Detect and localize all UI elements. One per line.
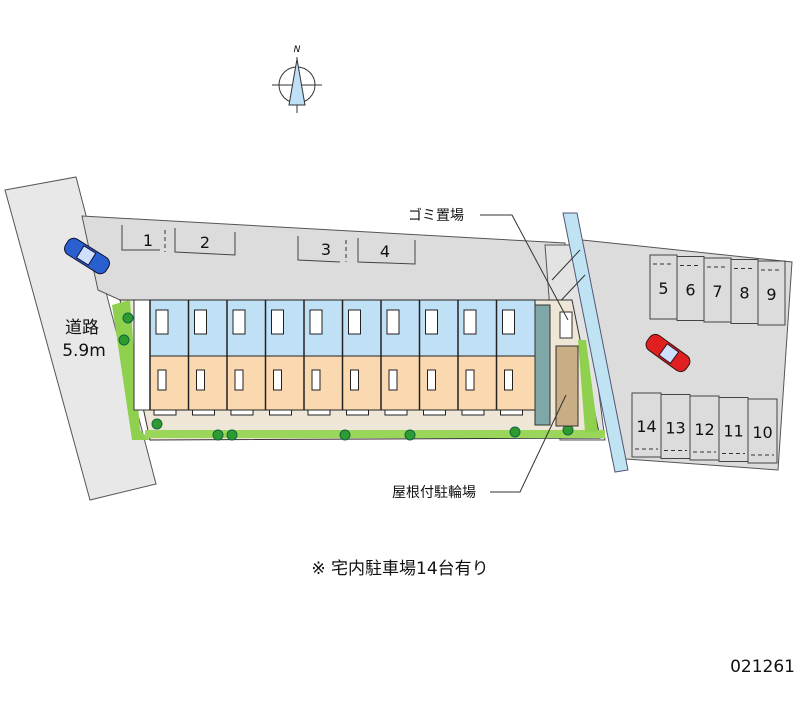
tree-icon (509, 426, 521, 438)
unit-kitchen (232, 309, 246, 335)
parking-space-label: 14 (636, 417, 656, 436)
unit-kitchen (386, 309, 400, 335)
garbage-area-label: ゴミ置場 (408, 207, 464, 224)
unit-balcony (230, 409, 254, 416)
tree-icon (226, 429, 238, 441)
road-label: 道路 (65, 318, 99, 338)
unit-table (311, 369, 321, 391)
unit-kitchen (463, 309, 477, 335)
parking-space-label: 6 (685, 281, 695, 300)
parking-space-label: 11 (723, 422, 743, 441)
garden-left (112, 300, 150, 440)
property-code: 021261 (730, 657, 795, 677)
bicycle-shed (555, 345, 579, 427)
parking-space (757, 260, 786, 326)
tree-icon (118, 334, 130, 346)
car-blue-icon (64, 237, 110, 275)
unit-table (388, 369, 398, 391)
north-compass-icon (272, 57, 322, 113)
parking-note: ※ 宅内駐車場14台有り (311, 559, 488, 579)
parking-space-4: 4 (380, 242, 390, 261)
compass-north-label: N (294, 45, 301, 55)
unit-table (504, 369, 513, 391)
unit-balcony (192, 409, 215, 416)
tree-icon (151, 418, 163, 430)
parking-spaces-1-2 (121, 225, 236, 256)
unit-kitchen (425, 309, 438, 335)
unit-balcony (153, 409, 177, 416)
tree-icon (339, 429, 351, 441)
unit-table (350, 369, 359, 391)
unit-balcony (384, 409, 408, 416)
parking-space (747, 398, 778, 464)
unit-balcony (500, 409, 523, 416)
unit-balcony (346, 409, 369, 416)
stairs-grid (133, 299, 151, 411)
parking-space-label: 13 (665, 419, 685, 438)
unit-balcony (461, 409, 485, 416)
garden-bottom (145, 430, 605, 438)
parking-space-label: 7 (712, 282, 722, 301)
road (4, 176, 157, 501)
parking-space-label: 10 (752, 423, 772, 442)
car-red-icon (645, 333, 691, 373)
bicycle-shed-label: 屋根付駐輪場 (392, 484, 476, 501)
parking-space-1: 1 (143, 231, 153, 250)
unit-table (273, 369, 282, 391)
unit-balcony (423, 409, 446, 416)
unit-kitchen (309, 309, 323, 335)
parking-space-label: 8 (739, 284, 749, 303)
parking-space-label: 12 (694, 420, 714, 439)
unit-kitchen (271, 309, 284, 335)
unit-table (234, 369, 244, 391)
unit-kitchen (155, 309, 169, 335)
tree-icon (212, 429, 224, 441)
trees (118, 312, 574, 441)
unit-kitchen (348, 309, 361, 335)
unit-kitchen (194, 309, 207, 335)
water-channel (562, 212, 629, 473)
parking-space-label: 5 (658, 279, 668, 298)
parking-space-3: 3 (321, 240, 331, 259)
building-side-wall (534, 304, 551, 426)
road-width: 5.9m (62, 341, 106, 361)
garbage-area (559, 311, 573, 339)
tree-icon (404, 429, 416, 441)
unit-balcony (269, 409, 292, 416)
tree-icon (122, 312, 134, 324)
unit-table (157, 369, 167, 391)
building-units (149, 300, 523, 416)
unit-kitchen (502, 309, 515, 335)
unit-table (465, 369, 475, 391)
unit-balcony (307, 409, 331, 416)
parking-space-2: 2 (200, 233, 210, 252)
garden-right (578, 340, 598, 432)
parking-space-label: 9 (766, 285, 776, 304)
unit-table (427, 369, 436, 391)
unit-table (196, 369, 205, 391)
